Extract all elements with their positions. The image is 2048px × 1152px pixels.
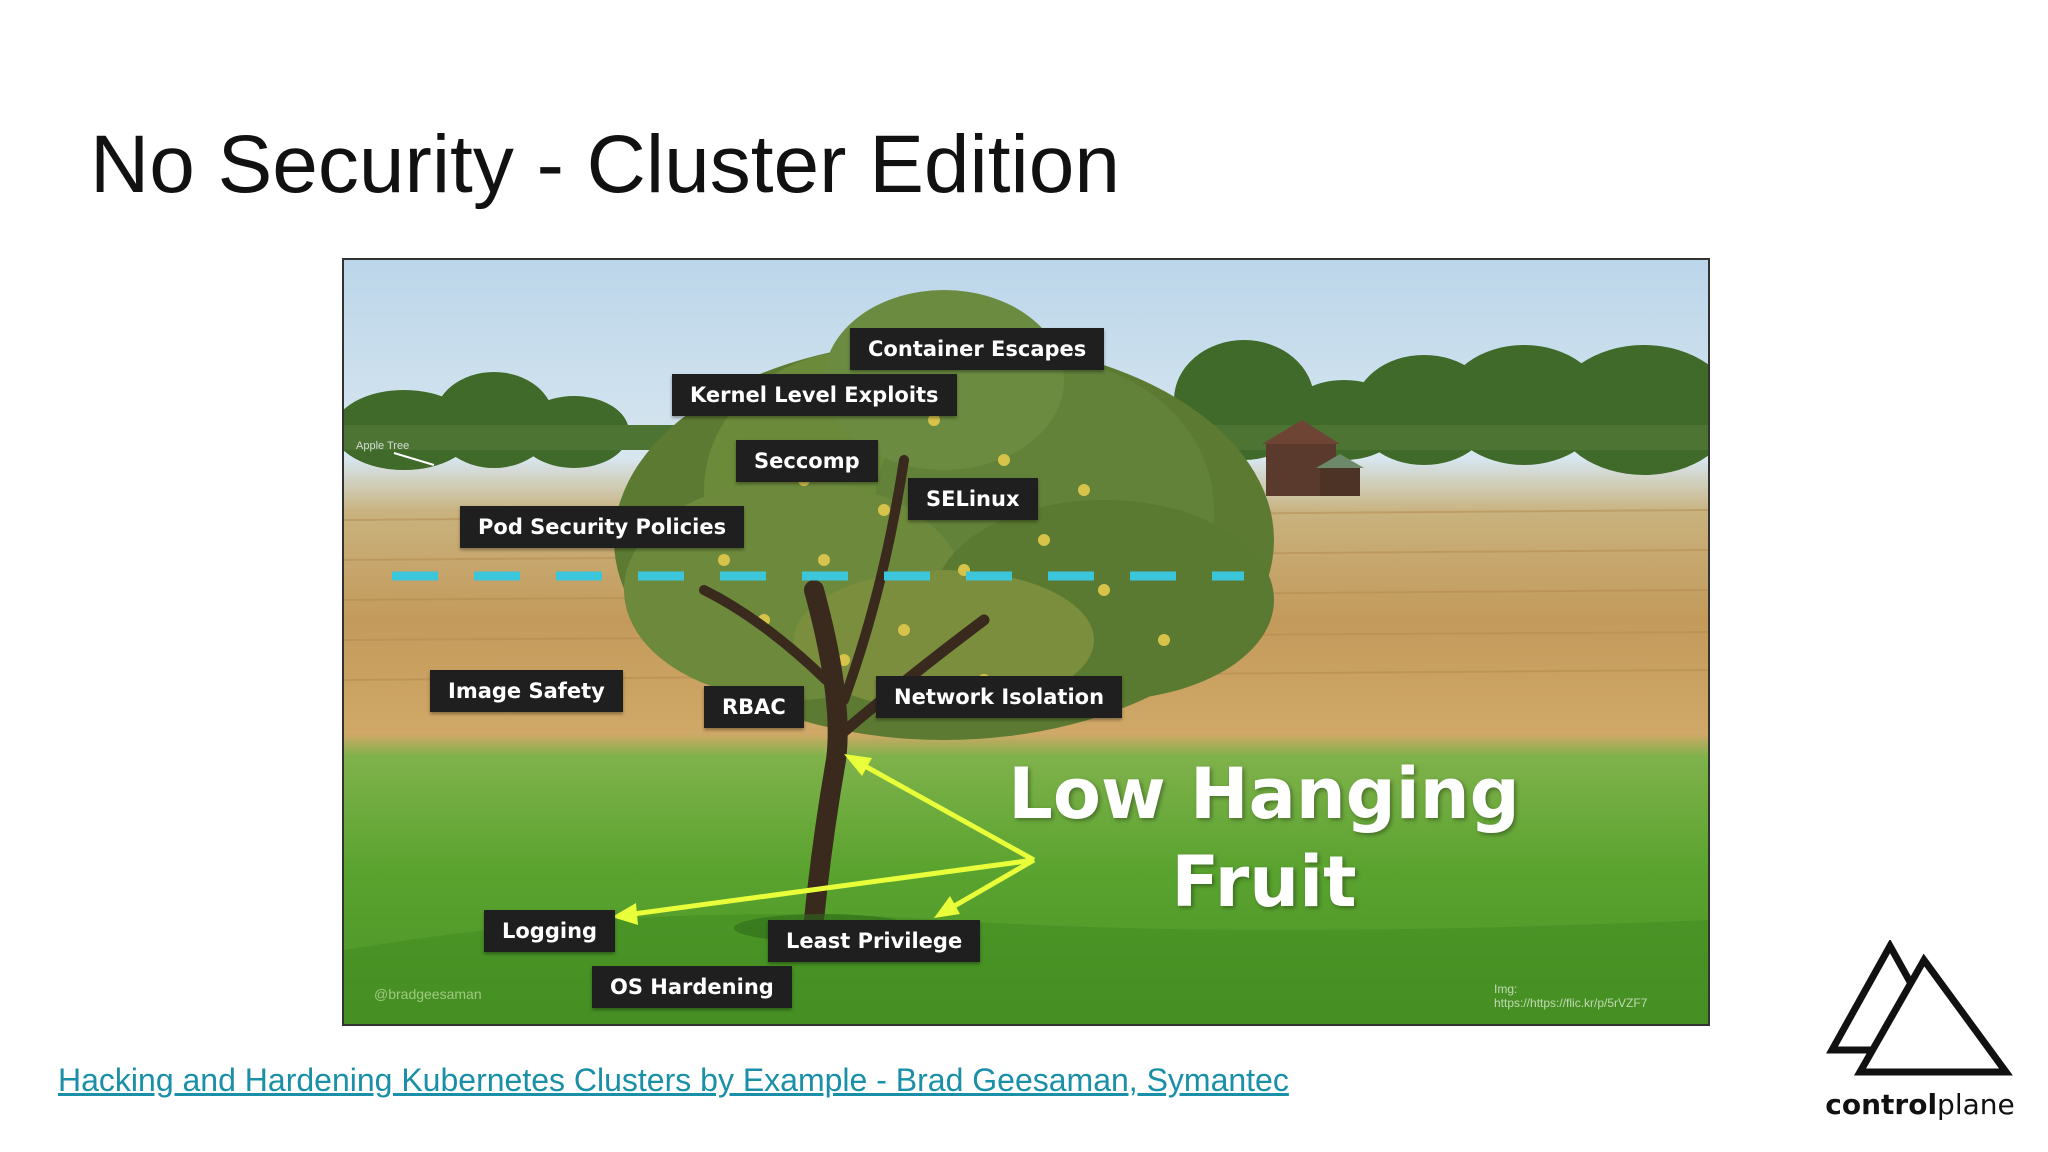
image-credit-url: https://https://flic.kr/p/5rVZF7 xyxy=(1494,996,1648,1010)
tag-selinux: SELinux xyxy=(908,478,1038,520)
tag-container-escapes: Container Escapes xyxy=(850,328,1105,370)
pointer-arrows xyxy=(612,754,1036,925)
apple-tree-pointer xyxy=(393,452,435,466)
tag-network-isolation: Network Isolation xyxy=(876,676,1123,718)
headline-line-2: Fruit xyxy=(1171,841,1357,923)
slide-title: No Security - Cluster Edition xyxy=(90,119,1120,210)
controlplane-logo: controlplane xyxy=(1820,938,2020,1130)
tag-least-privilege: Least Privilege xyxy=(768,920,981,962)
tag-seccomp: Seccomp xyxy=(736,440,878,482)
apple-tree-label: Apple Tree xyxy=(356,440,410,452)
low-hanging-fruit-image: Apple Tree Container Escapes Kernel Leve… xyxy=(342,258,1710,1026)
tag-kernel-level-exploits: Kernel Level Exploits xyxy=(672,374,957,416)
reference-link[interactable]: Hacking and Hardening Kubernetes Cluster… xyxy=(58,1062,1289,1098)
mountain-logo-icon xyxy=(1826,938,2013,1076)
brand-name-bold: control xyxy=(1825,1088,1938,1121)
brand-name-regular: plane xyxy=(1937,1088,2015,1121)
tag-rbac: RBAC xyxy=(704,686,804,728)
tag-logging: Logging xyxy=(484,910,616,952)
barn-icon xyxy=(1262,420,1364,496)
tag-pod-security-policies: Pod Security Policies xyxy=(460,506,745,548)
headline-line-1: Low Hanging xyxy=(1008,753,1520,835)
brand-wordmark: controlplane xyxy=(1820,1088,2020,1121)
tag-image-safety: Image Safety xyxy=(430,670,623,712)
image-credit: Img: https://https://flic.kr/p/5rVZF7 xyxy=(1494,982,1647,1010)
headline-text: Low Hanging Fruit xyxy=(984,750,1544,926)
image-credit-label: Img: xyxy=(1494,982,1518,996)
tree-line xyxy=(344,340,1708,475)
tag-os-hardening: OS Hardening xyxy=(592,966,792,1008)
author-handle: @bradgeesaman xyxy=(374,986,482,1002)
